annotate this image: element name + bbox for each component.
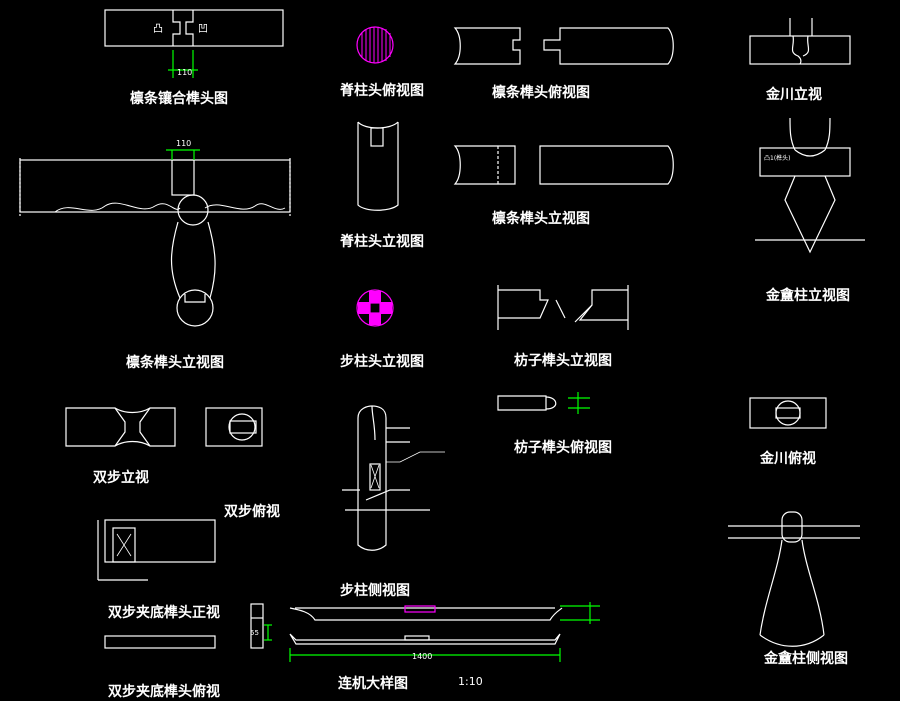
- golden-river-plan: [749, 397, 827, 429]
- purlin-joint-plan: 凸 凹 110: [104, 9, 284, 78]
- label-beam-tenon-plan: 枋子榫头俯视图: [514, 440, 612, 456]
- tenon-text-b: 凹: [198, 24, 208, 35]
- tenon-text-a: 凸: [153, 23, 163, 35]
- golden-river-elevation: [749, 18, 851, 65]
- label-step-post-top: 步柱头立视图: [340, 354, 424, 370]
- dimension-55: 55: [250, 629, 259, 637]
- label-step-post-side: 步柱侧视图: [340, 583, 410, 599]
- purlin-tenon-elevation: [453, 145, 674, 185]
- ridge-post-elevation: [357, 121, 399, 211]
- double-step-elevation: [65, 407, 176, 447]
- label-purlin-tenon-elevation-large: 檩条榫头立视图: [126, 355, 224, 371]
- label-double-step-plan: 双步俯视: [224, 504, 280, 520]
- label-double-step-elevation: 双步立视: [93, 470, 149, 486]
- label-ridge-post-elevation: 脊柱头立视图: [340, 234, 424, 250]
- label-purlin-tenon-elevation: 檩条榫头立视图: [492, 211, 590, 227]
- label-golden-post-elevation: 金盦柱立视图: [766, 288, 850, 304]
- golden-post-side-view: [728, 511, 860, 647]
- label-golden-river-elevation: 金川立视: [766, 87, 822, 103]
- dimension-1400: 1400: [412, 652, 432, 661]
- golden-post-elevation: 凸1(榫头): [755, 117, 865, 254]
- scale-label: 1:10: [458, 675, 483, 688]
- ridge-post-top-plan: [356, 26, 394, 64]
- beam-tenon-elevation: [497, 285, 629, 330]
- label-double-step-clamp-front: 双步夹底榫头正视: [108, 605, 220, 621]
- label-linking-beam-detail: 连机大样图: [338, 676, 408, 692]
- linking-beam-detail: 1400: [289, 602, 600, 662]
- label-golden-river-plan: 金川俯视: [760, 451, 816, 467]
- label-beam-tenon-elevation: 枋子榫头立视图: [514, 353, 612, 369]
- label-double-step-clamp-plan: 双步夹底榫头俯视: [108, 684, 220, 700]
- label-ridge-post-top: 脊柱头俯视图: [340, 83, 424, 99]
- dimension-110-mid: 110: [176, 139, 191, 148]
- double-step-plan: [205, 407, 263, 447]
- step-post-side-view: [342, 405, 445, 551]
- double-step-clamp-front-view: [97, 519, 216, 581]
- step-post-top-elevation: [356, 289, 394, 327]
- note-text-a: 凸1(榫头): [764, 154, 791, 162]
- purlin-tenon-elevation-large: 110: [19, 139, 291, 327]
- label-purlin-tenon-plan: 檩条榫头俯视图: [492, 85, 590, 101]
- dimension-110-top: 110: [177, 68, 192, 77]
- double-step-clamp-plan: 55: [104, 603, 272, 649]
- label-golden-post-side: 金盦柱侧视图: [764, 651, 848, 667]
- beam-tenon-plan: [497, 392, 590, 414]
- label-purlin-joint: 檩条镶合榫头图: [130, 91, 228, 107]
- purlin-tenon-plan: [453, 27, 674, 65]
